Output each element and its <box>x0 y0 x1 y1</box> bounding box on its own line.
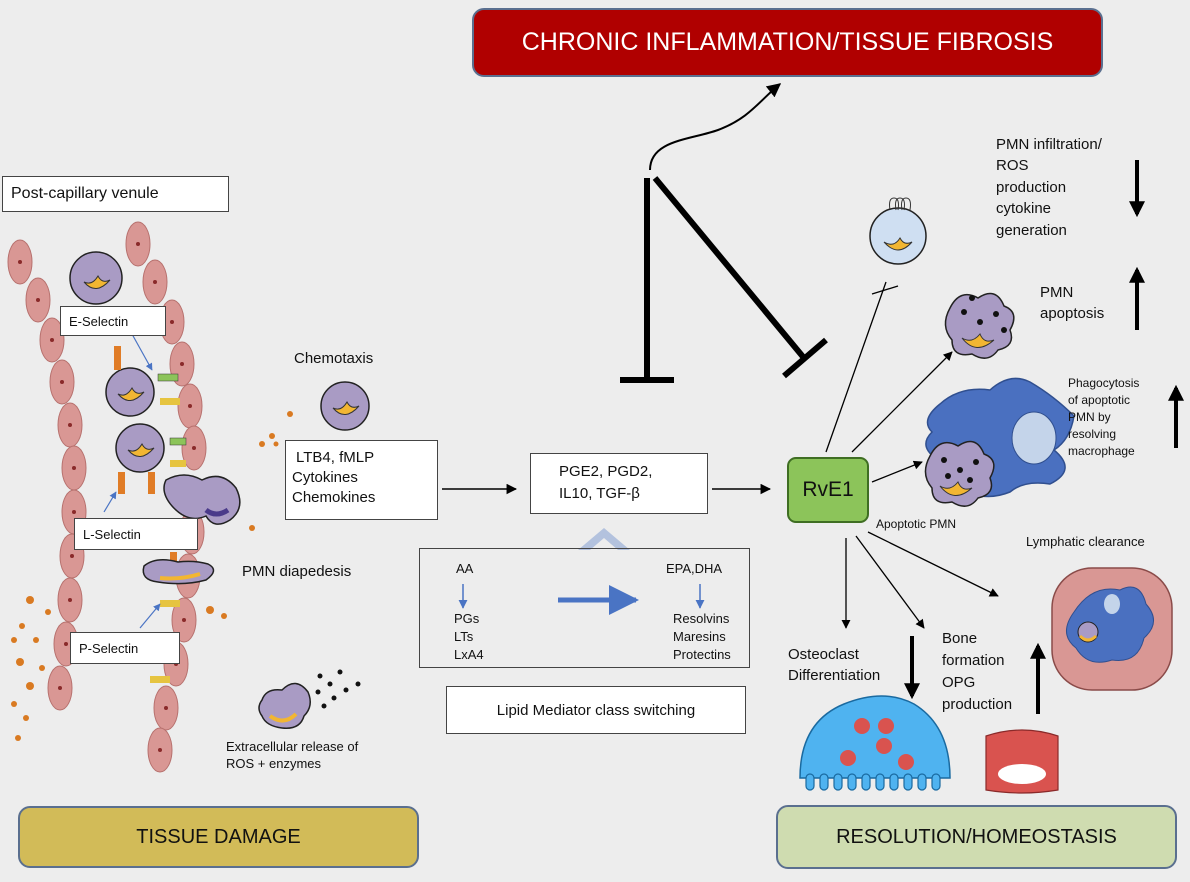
osteoclast-line2: Differentiation <box>788 667 881 684</box>
infiltration-line4: cytokine <box>996 200 1052 217</box>
bone-line1: Bone <box>942 630 978 647</box>
apoptotic-pmn-label: Apoptotic PMN <box>876 517 957 531</box>
diapedesis-label: PMN diapedesis <box>242 563 352 580</box>
apoptosis-line1: PMN <box>1040 284 1074 301</box>
chemotaxis-line3: Chemokines <box>292 489 376 506</box>
chemotaxis-line1: LTB4, fMLP <box>296 449 375 466</box>
aa-product-lxa4: LxA4 <box>454 647 484 662</box>
debris-dots <box>11 411 293 741</box>
phagocytosis-line4: resolving <box>1068 427 1117 441</box>
ros-label-line1: Extracellular release of <box>226 739 359 754</box>
p-selectin-label: P-Selectin <box>79 640 139 656</box>
aa-product-lts: LTs <box>454 629 474 644</box>
tissue-damage-banner: TISSUE DAMAGE <box>18 806 419 868</box>
l-selectin-box: L-Selectin <box>74 518 198 550</box>
aa-label: AA <box>456 561 474 576</box>
infiltration-line5: generation <box>996 222 1067 239</box>
rve1-node: RvE1 <box>787 457 869 523</box>
infiltration-line2: ROS <box>996 157 1029 174</box>
e-selectin-box: E-Selectin <box>60 306 166 336</box>
mediators-line1: PGE2, PGD2, <box>559 463 653 480</box>
chemotaxis-line2: Cytokines <box>292 469 358 486</box>
bone-line4: production <box>942 696 1013 713</box>
lipid-switch-label-box: Lipid Mediator class switching <box>446 686 746 734</box>
tissue-damage-label: TISSUE DAMAGE <box>136 825 301 848</box>
venule-title: Post-capillary venule <box>11 185 159 202</box>
l-selectin-label: L-Selectin <box>83 526 141 542</box>
mediators-box: PGE2, PGD2, IL10, TGF-β <box>530 453 708 514</box>
mediators-line2: IL10, TGF-β <box>559 485 640 502</box>
apoptosis-line2: apoptosis <box>1040 305 1105 322</box>
p-selectin-box: P-Selectin <box>70 632 180 664</box>
lipid-switch-label: Lipid Mediator class switching <box>496 701 696 719</box>
epa-label: EPA,DHA <box>666 561 723 576</box>
lipid-switch-box: AA PGs LTs LxA4 EPA,DHA Resolvins Maresi… <box>419 548 750 668</box>
bone-line2: formation <box>942 652 1005 669</box>
chronic-inflammation-banner: CHRONIC INFLAMMATION/TISSUE FIBROSIS <box>472 8 1103 77</box>
infiltration-line3: production <box>996 179 1067 196</box>
resolution-banner: RESOLUTION/HOMEOSTASIS <box>776 805 1177 869</box>
infiltration-line1: PMN infiltration/ <box>996 136 1102 153</box>
resolution-label: RESOLUTION/HOMEOSTASIS <box>836 825 1117 848</box>
e-selectin-label: E-Selectin <box>69 313 129 329</box>
migrating-cell <box>163 474 241 525</box>
ros-label-line2: ROS + enzymes <box>226 756 322 771</box>
epa-product-maresins: Maresins <box>673 629 726 644</box>
lymphatic-label: Lymphatic clearance <box>1026 534 1145 549</box>
phagocytosis-line1: Phagocytosis <box>1068 376 1140 390</box>
chronic-inflammation-label: CHRONIC INFLAMMATION/TISSUE FIBROSIS <box>521 28 1054 56</box>
phagocytosis-line3: PMN by <box>1068 410 1111 424</box>
rve1-label: RvE1 <box>802 478 854 501</box>
bone-line3: OPG <box>942 674 976 691</box>
chemotaxis-title: Chemotaxis <box>294 350 374 367</box>
epa-product-protectins: Protectins <box>673 647 731 662</box>
epa-product-resolvins: Resolvins <box>673 611 730 626</box>
phagocytosis-line5: macrophage <box>1068 444 1135 458</box>
phagocytosis-line2: of apoptotic <box>1068 393 1131 407</box>
chemotaxis-box: LTB4, fMLP Cytokines Chemokines <box>285 440 438 520</box>
aa-product-pgs: PGs <box>454 611 480 626</box>
osteoclast-line1: Osteoclast <box>788 646 859 663</box>
venule-title-box: Post-capillary venule <box>2 176 229 212</box>
osteoclast-shape <box>799 695 951 779</box>
